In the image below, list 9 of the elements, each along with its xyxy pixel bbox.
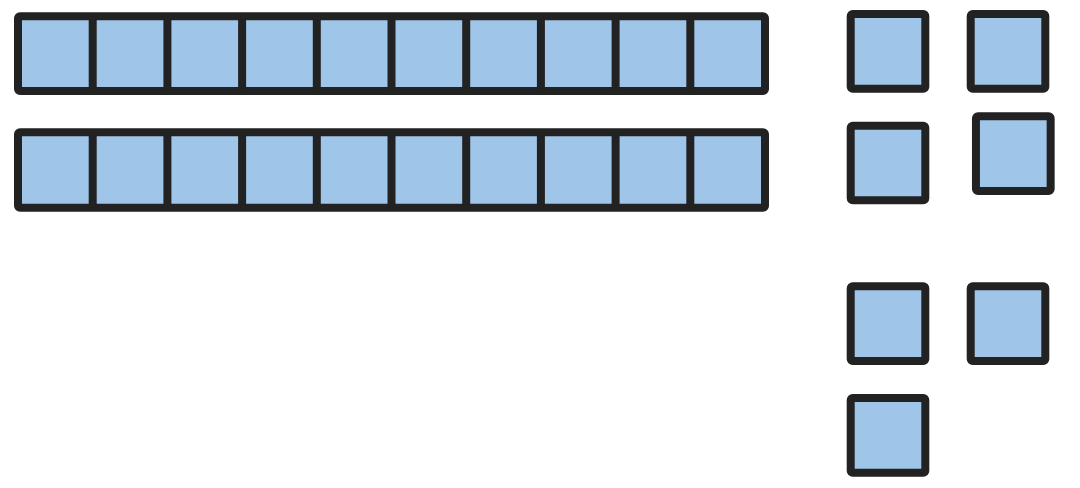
unit-square bbox=[971, 112, 1055, 196]
unit-square bbox=[966, 282, 1050, 366]
tens-rod bbox=[14, 128, 769, 212]
tens-rod bbox=[14, 12, 769, 96]
unit-square bbox=[846, 393, 930, 477]
unit-square bbox=[846, 282, 930, 366]
unit-square bbox=[846, 9, 930, 93]
unit-square bbox=[846, 121, 930, 205]
unit-square bbox=[966, 9, 1050, 93]
